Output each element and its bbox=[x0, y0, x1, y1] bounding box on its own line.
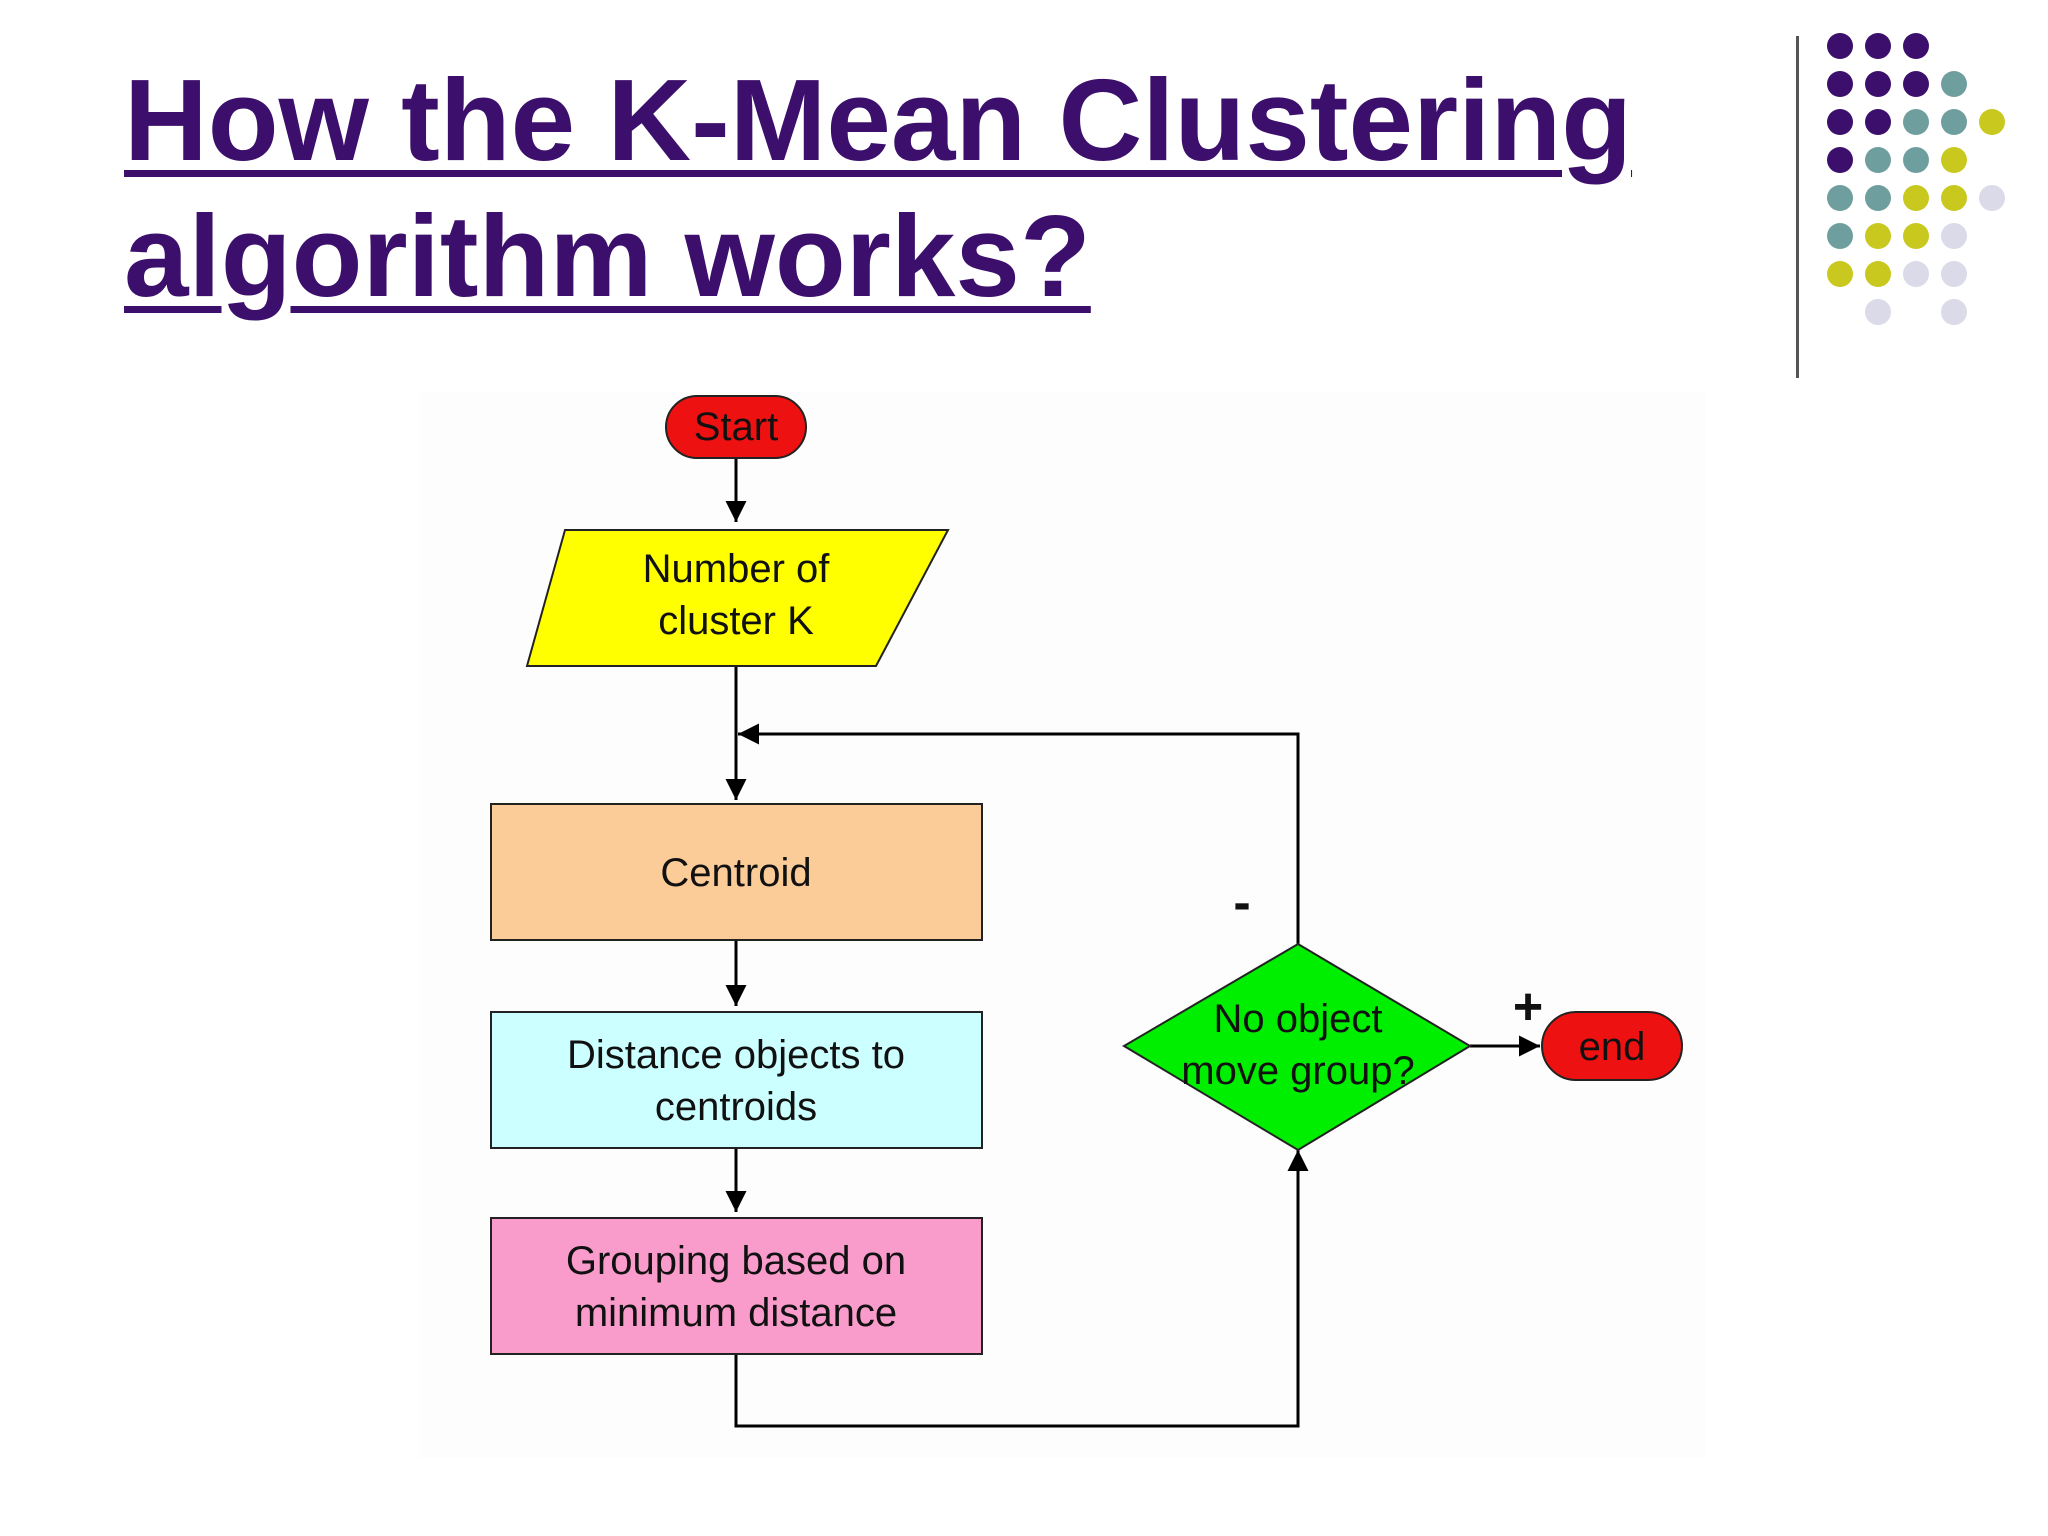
decorative-dot bbox=[1941, 223, 1967, 249]
centroid-label: Centroid bbox=[660, 851, 811, 895]
decorative-dot bbox=[1941, 109, 1967, 135]
decorative-dot bbox=[1865, 261, 1891, 287]
arrow-grouping-to-decision bbox=[734, 1150, 1309, 1428]
decorative-dot bbox=[1865, 147, 1891, 173]
distance-label-line-1: Distance objects to bbox=[567, 1033, 905, 1077]
decorative-dot bbox=[1979, 185, 2005, 211]
decorative-dot bbox=[1941, 71, 1967, 97]
decorative-dot bbox=[1865, 33, 1891, 59]
grouping-node: Grouping based on minimum distance bbox=[490, 1217, 983, 1355]
decorative-dot bbox=[1865, 109, 1891, 135]
decorative-dot bbox=[1865, 71, 1891, 97]
decorative-dot bbox=[1903, 33, 1929, 59]
end-node: end bbox=[1541, 1011, 1683, 1081]
decorative-dot bbox=[1903, 109, 1929, 135]
title-line-2: algorithm works? bbox=[124, 191, 1091, 321]
decorative-dot bbox=[1903, 223, 1929, 249]
plus-sign: + bbox=[1513, 978, 1543, 1036]
decorative-dot bbox=[1903, 147, 1929, 173]
grouping-label-line-1: Grouping based on bbox=[566, 1239, 906, 1283]
decorative-dot bbox=[1941, 261, 1967, 287]
arrow-decision-loop-back bbox=[738, 723, 1300, 944]
input-node: Number of cluster K bbox=[525, 529, 950, 667]
decorative-dot bbox=[1865, 223, 1891, 249]
decorative-dot bbox=[1903, 185, 1929, 211]
start-node: Start bbox=[665, 395, 807, 459]
decorative-dot bbox=[1827, 109, 1853, 135]
title-divider bbox=[1796, 36, 1799, 378]
decorative-dot bbox=[1903, 261, 1929, 287]
title-line-1: How the K-Mean Clustering bbox=[124, 55, 1633, 185]
decorative-dot bbox=[1941, 147, 1967, 173]
decorative-dot-grid bbox=[1827, 33, 2005, 325]
decorative-dot bbox=[1827, 33, 1853, 59]
decorative-dot bbox=[1865, 299, 1891, 325]
decision-label-line-2: move group? bbox=[1181, 1049, 1414, 1093]
decorative-dot bbox=[1941, 299, 1967, 325]
decorative-dot bbox=[1827, 147, 1853, 173]
decision-label-line-1: No object bbox=[1214, 997, 1383, 1041]
start-label: Start bbox=[694, 405, 778, 449]
end-label: end bbox=[1579, 1025, 1646, 1069]
input-label-line-2: cluster K bbox=[658, 599, 814, 643]
input-label-line-1: Number of bbox=[643, 547, 831, 591]
decorative-dot bbox=[1827, 261, 1853, 287]
decision-node: No object move group? bbox=[1122, 942, 1472, 1152]
distance-label-line-2: centroids bbox=[655, 1085, 817, 1129]
decorative-dot bbox=[1827, 71, 1853, 97]
decorative-dot bbox=[1941, 185, 1967, 211]
centroid-node: Centroid bbox=[490, 803, 983, 941]
decorative-dot bbox=[1979, 109, 2005, 135]
minus-sign: - bbox=[1233, 874, 1250, 932]
grouping-label-line-2: minimum distance bbox=[575, 1291, 897, 1335]
distance-node: Distance objects to centroids bbox=[490, 1011, 983, 1149]
decorative-dot bbox=[1903, 71, 1929, 97]
decorative-dot bbox=[1827, 185, 1853, 211]
slide-title: How the K-Mean Clustering algorithm work… bbox=[124, 52, 1724, 324]
decorative-dot bbox=[1865, 185, 1891, 211]
decorative-dot bbox=[1827, 223, 1853, 249]
